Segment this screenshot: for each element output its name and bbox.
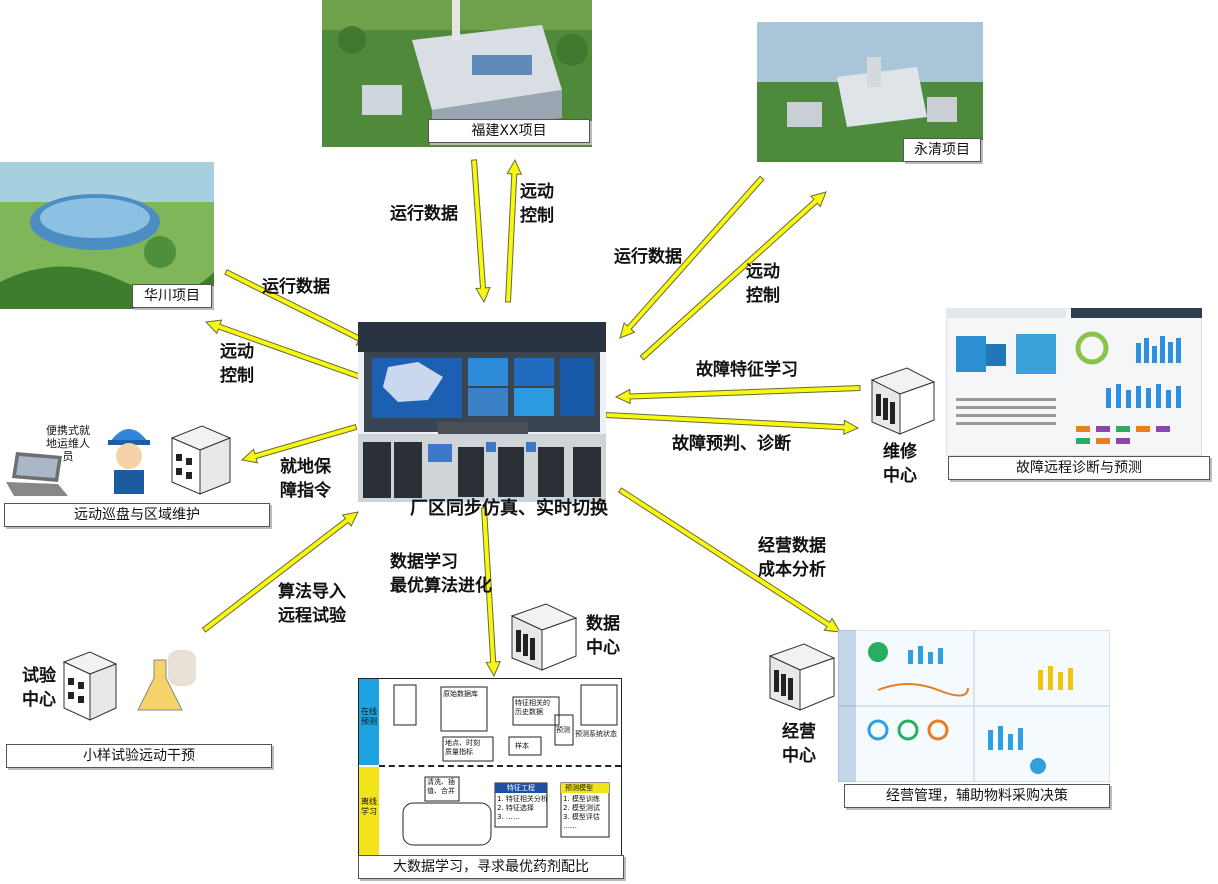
hub-caption: 厂区同步仿真、实时切换 xyxy=(410,498,608,519)
portable-staff-label: 便携式就 地运维人 员 xyxy=(46,424,90,463)
arrow-algo-import xyxy=(201,511,359,633)
offline-band xyxy=(359,767,379,855)
business-caption: 经营管理，辅助物料采购决策 xyxy=(844,784,1110,808)
yongqing-caption: 永清项目 xyxy=(903,138,981,162)
arrow-fujian-remote-ctrl xyxy=(504,158,523,303)
laptop-icon xyxy=(6,452,68,498)
flow-shapes xyxy=(393,684,618,846)
laptop-svg xyxy=(6,452,68,496)
arrow-fault-predict xyxy=(605,411,860,436)
label-fault-predict: 故障预判、诊断 xyxy=(672,434,791,454)
predict-box: 预测 xyxy=(556,726,570,734)
data-center-label: 数据 中心 xyxy=(586,614,620,658)
arrow-fujian-run-data xyxy=(470,159,491,304)
label-run-data-huachuan: 运行数据 xyxy=(262,277,330,297)
business-dashboard-illustration xyxy=(838,630,1110,782)
arrow-data-learning xyxy=(480,507,501,678)
location-time-box: 地点、时刻 质量指标 xyxy=(445,739,480,756)
biz-center-label: 经营 中心 xyxy=(782,722,816,766)
label-run-data-yongqing: 运行数据 xyxy=(614,247,682,267)
label-algo-import: 算法导入 远程试验 xyxy=(278,582,346,626)
big-data-flow-panel: 在线 预测 离线 学习 原始数据库 特征相关的 历史数据 地点、时刻 质量指标 … xyxy=(358,678,622,856)
test-center-label: 试验 中心 xyxy=(22,666,56,710)
clean-box: 清洗、插 值、合并 xyxy=(427,778,455,795)
sample-test-caption: 小样试验远动干预 xyxy=(6,744,272,768)
label-remote-ctrl-huachuan: 远动 控制 xyxy=(220,342,254,386)
business-dashboard-image xyxy=(838,630,1110,782)
control-room-illustration xyxy=(358,322,606,502)
control-room-image xyxy=(358,322,606,502)
biz-center-building-icon xyxy=(764,636,840,714)
patrol-building-icon xyxy=(168,420,234,498)
label-remote-ctrl-yongqing: 远动 控制 xyxy=(746,262,780,306)
label-remote-ctrl-fujian: 远动 控制 xyxy=(520,182,554,226)
feature-list-box: 1. 特征相关分析 2. 特征选择 3. …… xyxy=(497,795,548,821)
label-local-guarantee: 就地保 障指令 xyxy=(280,457,331,501)
feature-eng-box: 特征工程 xyxy=(507,784,535,792)
online-band xyxy=(359,679,379,765)
fault-dashboard-illustration xyxy=(946,308,1202,456)
fujian-caption: 福建XX项目 xyxy=(428,119,590,143)
label-fault-learning: 故障特征学习 xyxy=(696,360,798,380)
feature-history-box: 特征相关的 历史数据 xyxy=(515,699,550,716)
building-icon-svg xyxy=(870,367,936,435)
huachuan-caption: 华川项目 xyxy=(132,284,212,308)
model-box: 预测模型 xyxy=(565,784,593,792)
repair-center-building-icon xyxy=(862,360,938,438)
label-data-learning: 数据学习 最优算法进化 xyxy=(390,552,492,596)
building-icon-svg xyxy=(510,603,578,671)
arrow-group xyxy=(201,158,861,678)
offline-label: 离线 学习 xyxy=(361,797,377,816)
big-data-caption: 大数据学习，寻求最优药剂配比 xyxy=(358,855,624,879)
test-center-building-icon xyxy=(60,646,120,724)
predict-system-box: 预测系统状态 xyxy=(575,730,617,738)
divider-line xyxy=(379,765,621,767)
arrow-huachuan-remote-ctrl xyxy=(204,319,374,385)
worker-avatar xyxy=(104,418,154,496)
original-db-box: 原始数据库 xyxy=(443,690,478,698)
building-icon-svg xyxy=(170,425,232,495)
worker-svg xyxy=(108,429,150,494)
label-biz-data: 经营数据 成本分析 xyxy=(758,536,826,580)
arrow-local-guarantee xyxy=(240,423,358,464)
building-icon-svg xyxy=(62,651,118,721)
patrol-caption: 远动巡盘与区域维护 xyxy=(4,503,270,527)
sample-box: 样本 xyxy=(515,742,529,750)
online-label: 在线 预测 xyxy=(361,707,377,726)
repair-center-label: 维修 中心 xyxy=(883,442,917,486)
fault-caption: 故障远程诊断与预测 xyxy=(948,456,1210,480)
arrow-fault-learning xyxy=(614,384,861,405)
model-list-box: 1. 模型训练 2. 模型测试 3. 模型评估 …… xyxy=(563,795,600,830)
flask-photo xyxy=(124,650,200,722)
flask-illustration xyxy=(124,650,200,722)
building-icon-svg xyxy=(768,643,836,711)
arrow-biz-data xyxy=(617,487,841,633)
fault-dashboard-image xyxy=(946,308,1202,456)
label-run-data-fujian: 运行数据 xyxy=(390,204,458,224)
data-center-building-icon xyxy=(504,596,582,674)
arrow-yongqing-remote-ctrl xyxy=(639,191,827,361)
arrow-yongqing-run-data xyxy=(619,175,765,339)
